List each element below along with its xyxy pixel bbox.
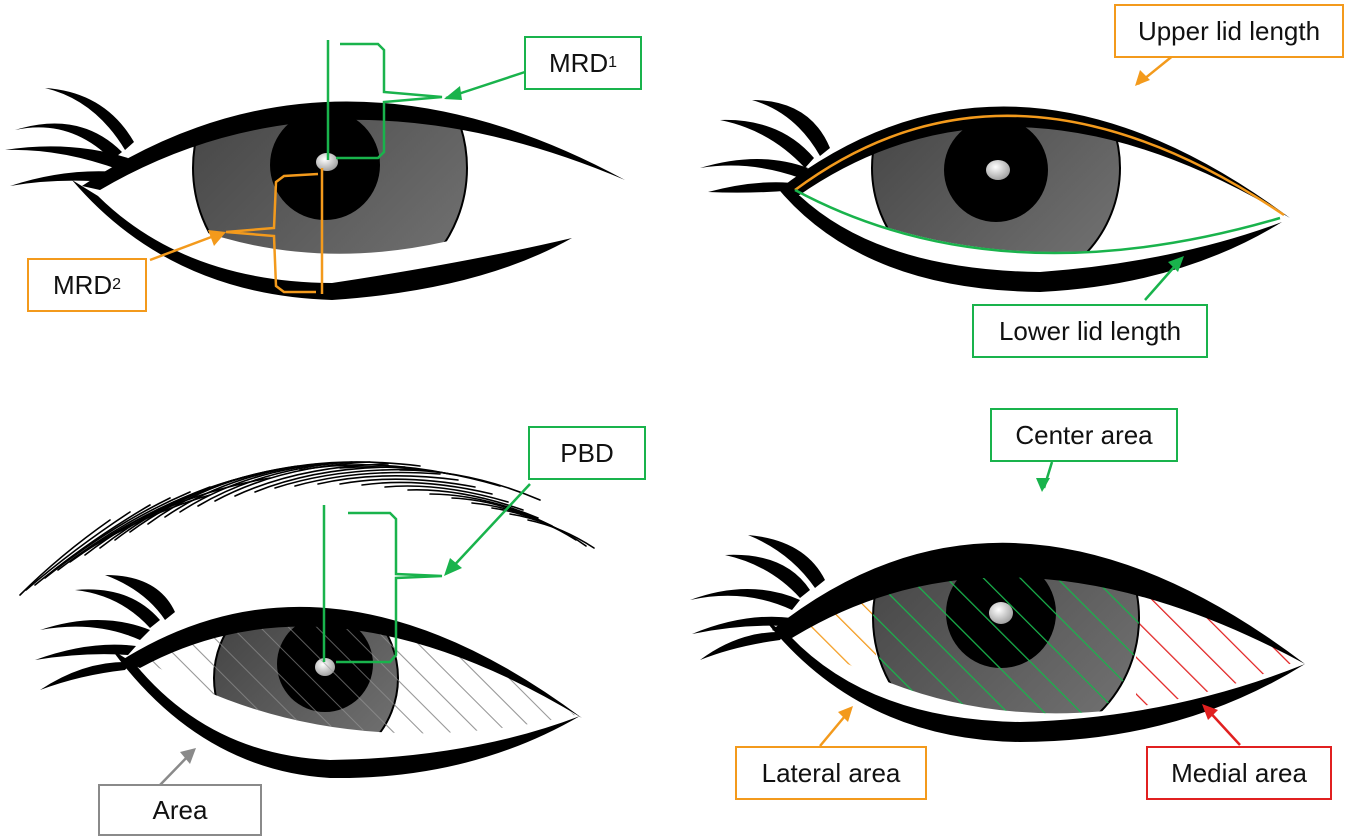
- panel-regions: [690, 461, 1305, 747]
- eyebrow: [19, 461, 595, 596]
- lower-eyelid: [72, 180, 572, 300]
- panel-lid-length: [700, 49, 1290, 301]
- light-reflex: [986, 160, 1010, 180]
- area-text: Area: [152, 794, 208, 825]
- pbd-arrow: [447, 483, 531, 573]
- iris-group: [192, 108, 468, 254]
- medial-area-text: Medial area: [1171, 757, 1307, 788]
- panel-mrd: [5, 40, 625, 300]
- mrd1-arrowhead: [444, 86, 462, 100]
- lower-eyelid: [765, 620, 1305, 742]
- center-area-label: Center area: [990, 408, 1178, 462]
- pbd-arrowhead: [444, 558, 462, 576]
- eyelashes: [690, 535, 825, 660]
- pbd-bracket: [336, 511, 443, 664]
- lateral-area-text: Lateral area: [761, 757, 901, 788]
- iris-group: [871, 115, 1121, 253]
- upper-eyelid: [122, 606, 582, 718]
- mrd2-arrowhead: [208, 230, 226, 246]
- medial-area-label: Medial area: [1146, 746, 1332, 800]
- upper-eyelid: [82, 101, 625, 190]
- lower-lid-length-trace: [794, 188, 1281, 255]
- iris-area-hatch: [145, 611, 575, 734]
- lower-eyelid: [112, 650, 580, 779]
- lower-lid-length-label: Lower lid length: [972, 304, 1208, 358]
- upper-lid-length-label: Upper lid length: [1114, 4, 1344, 58]
- upper-eyelid: [772, 542, 1305, 664]
- lower-eyelid: [775, 185, 1282, 292]
- mrd1-bracket: [336, 42, 443, 160]
- medial-arrowhead: [1202, 704, 1218, 720]
- pbd-label: PBD: [528, 426, 646, 480]
- mrd2-label-base: MRD: [52, 269, 113, 300]
- lower-lid-arrowhead: [1168, 256, 1184, 272]
- upper-lid-length-text: Upper lid length: [1137, 15, 1321, 46]
- lower-lid-length-text: Lower lid length: [998, 315, 1182, 346]
- lateral-area-label: Lateral area: [735, 746, 927, 800]
- pbd-text: PBD: [560, 437, 614, 468]
- eyelashes: [35, 575, 175, 690]
- upper-lid-length-trace: [794, 114, 1285, 217]
- light-reflex: [316, 153, 338, 171]
- center-area-text: Center area: [1015, 419, 1153, 450]
- center-arrowhead: [1036, 478, 1050, 492]
- upper-lid-arrowhead: [1135, 70, 1150, 86]
- eyelashes: [5, 88, 134, 186]
- area-arrowhead: [180, 748, 196, 764]
- eyelashes: [700, 100, 830, 193]
- lateral-arrowhead: [838, 706, 853, 722]
- upper-eyelid: [778, 106, 1290, 218]
- panel-pbd-area: [19, 461, 595, 786]
- mrd2-arrow: [149, 231, 223, 262]
- area-label: Area: [98, 784, 262, 836]
- mrd1-label-base: MRD: [548, 47, 609, 78]
- mrd2-label-subscript: 2: [112, 276, 122, 293]
- mrd1-label-subscript: 1: [608, 54, 618, 71]
